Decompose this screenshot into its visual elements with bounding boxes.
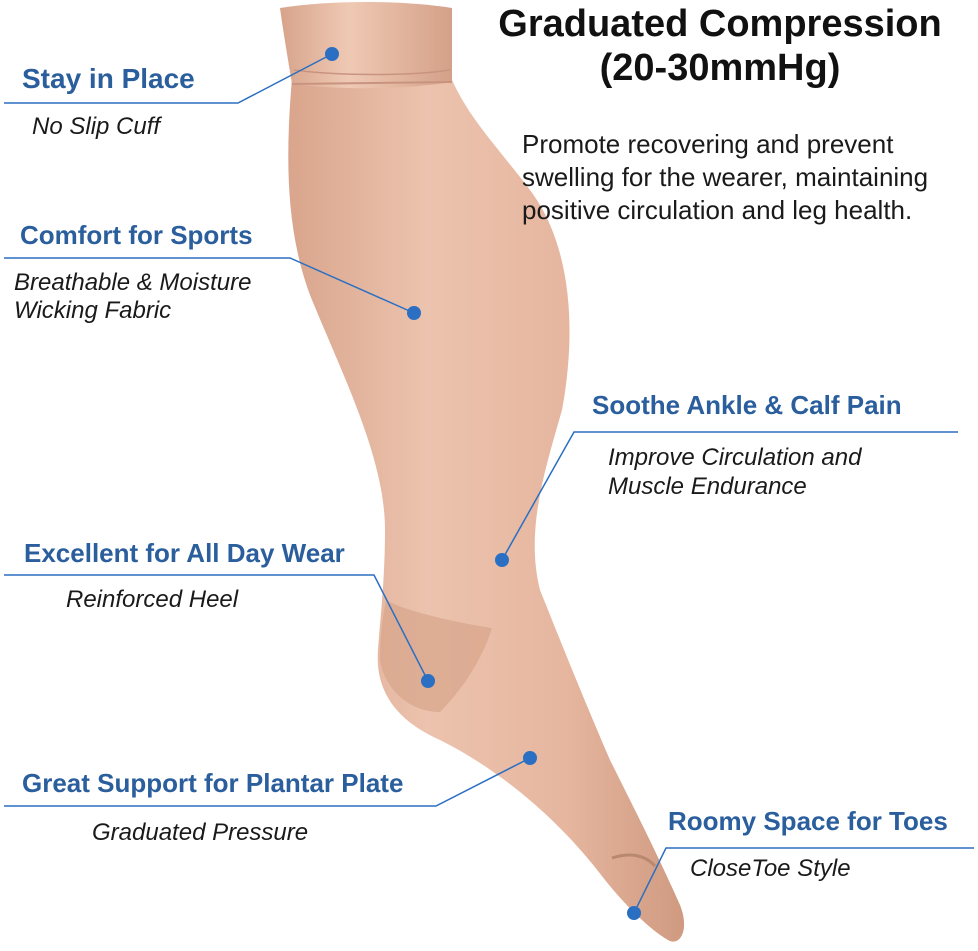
callout-sub-soothe-1: Improve Circulation and [608, 444, 862, 471]
dot-stay [325, 47, 339, 61]
leader-stay [4, 53, 333, 104]
title-line-2: (20-30mmHg) [599, 47, 841, 89]
dot-toes [627, 906, 641, 920]
dot-soothe [495, 553, 509, 567]
dot-comfort [407, 306, 421, 320]
callout-sub-soothe-2: Muscle Endurance [608, 473, 807, 500]
leader-toes [633, 847, 974, 914]
description-line-2: swelling for the wearer, maintaining [522, 162, 929, 192]
callout-sub-allday: Reinforced Heel [66, 586, 239, 613]
callout-lines [4, 53, 974, 914]
callout-sub-toes: CloseToe Style [690, 855, 851, 882]
leader-comfort [4, 257, 415, 314]
callout-dots [325, 47, 641, 920]
leader-soothe [501, 431, 958, 561]
callout-heading-toes: Roomy Space for Toes [668, 806, 948, 836]
dot-plantar [523, 751, 537, 765]
sock-body [288, 78, 685, 942]
callout-heading-soothe: Soothe Ankle & Calf Pain [592, 390, 902, 420]
heel-panel [380, 600, 492, 712]
sock-cuff [280, 2, 452, 89]
callout-sub-plantar: Graduated Pressure [92, 819, 309, 846]
dot-allday [421, 674, 435, 688]
callout-sub-stay: No Slip Cuff [32, 113, 161, 140]
callout-sub-comfort-2: Wicking Fabric [14, 297, 172, 324]
description-line-1: Promote recovering and prevent [522, 129, 894, 159]
description-line-3: positive circulation and leg health. [522, 195, 913, 225]
toe-seam [611, 853, 657, 868]
callout-heading-stay: Stay in Place [22, 63, 195, 94]
leader-plantar [4, 757, 531, 807]
callout-heading-comfort: Comfort for Sports [20, 220, 253, 250]
callout-heading-allday: Excellent for All Day Wear [24, 538, 345, 568]
leader-allday [4, 574, 429, 682]
title-line-1: Graduated Compression [498, 3, 942, 45]
callout-heading-plantar: Great Support for Plantar Plate [22, 768, 404, 798]
callout-sub-comfort-1: Breathable & Moisture [14, 269, 252, 296]
